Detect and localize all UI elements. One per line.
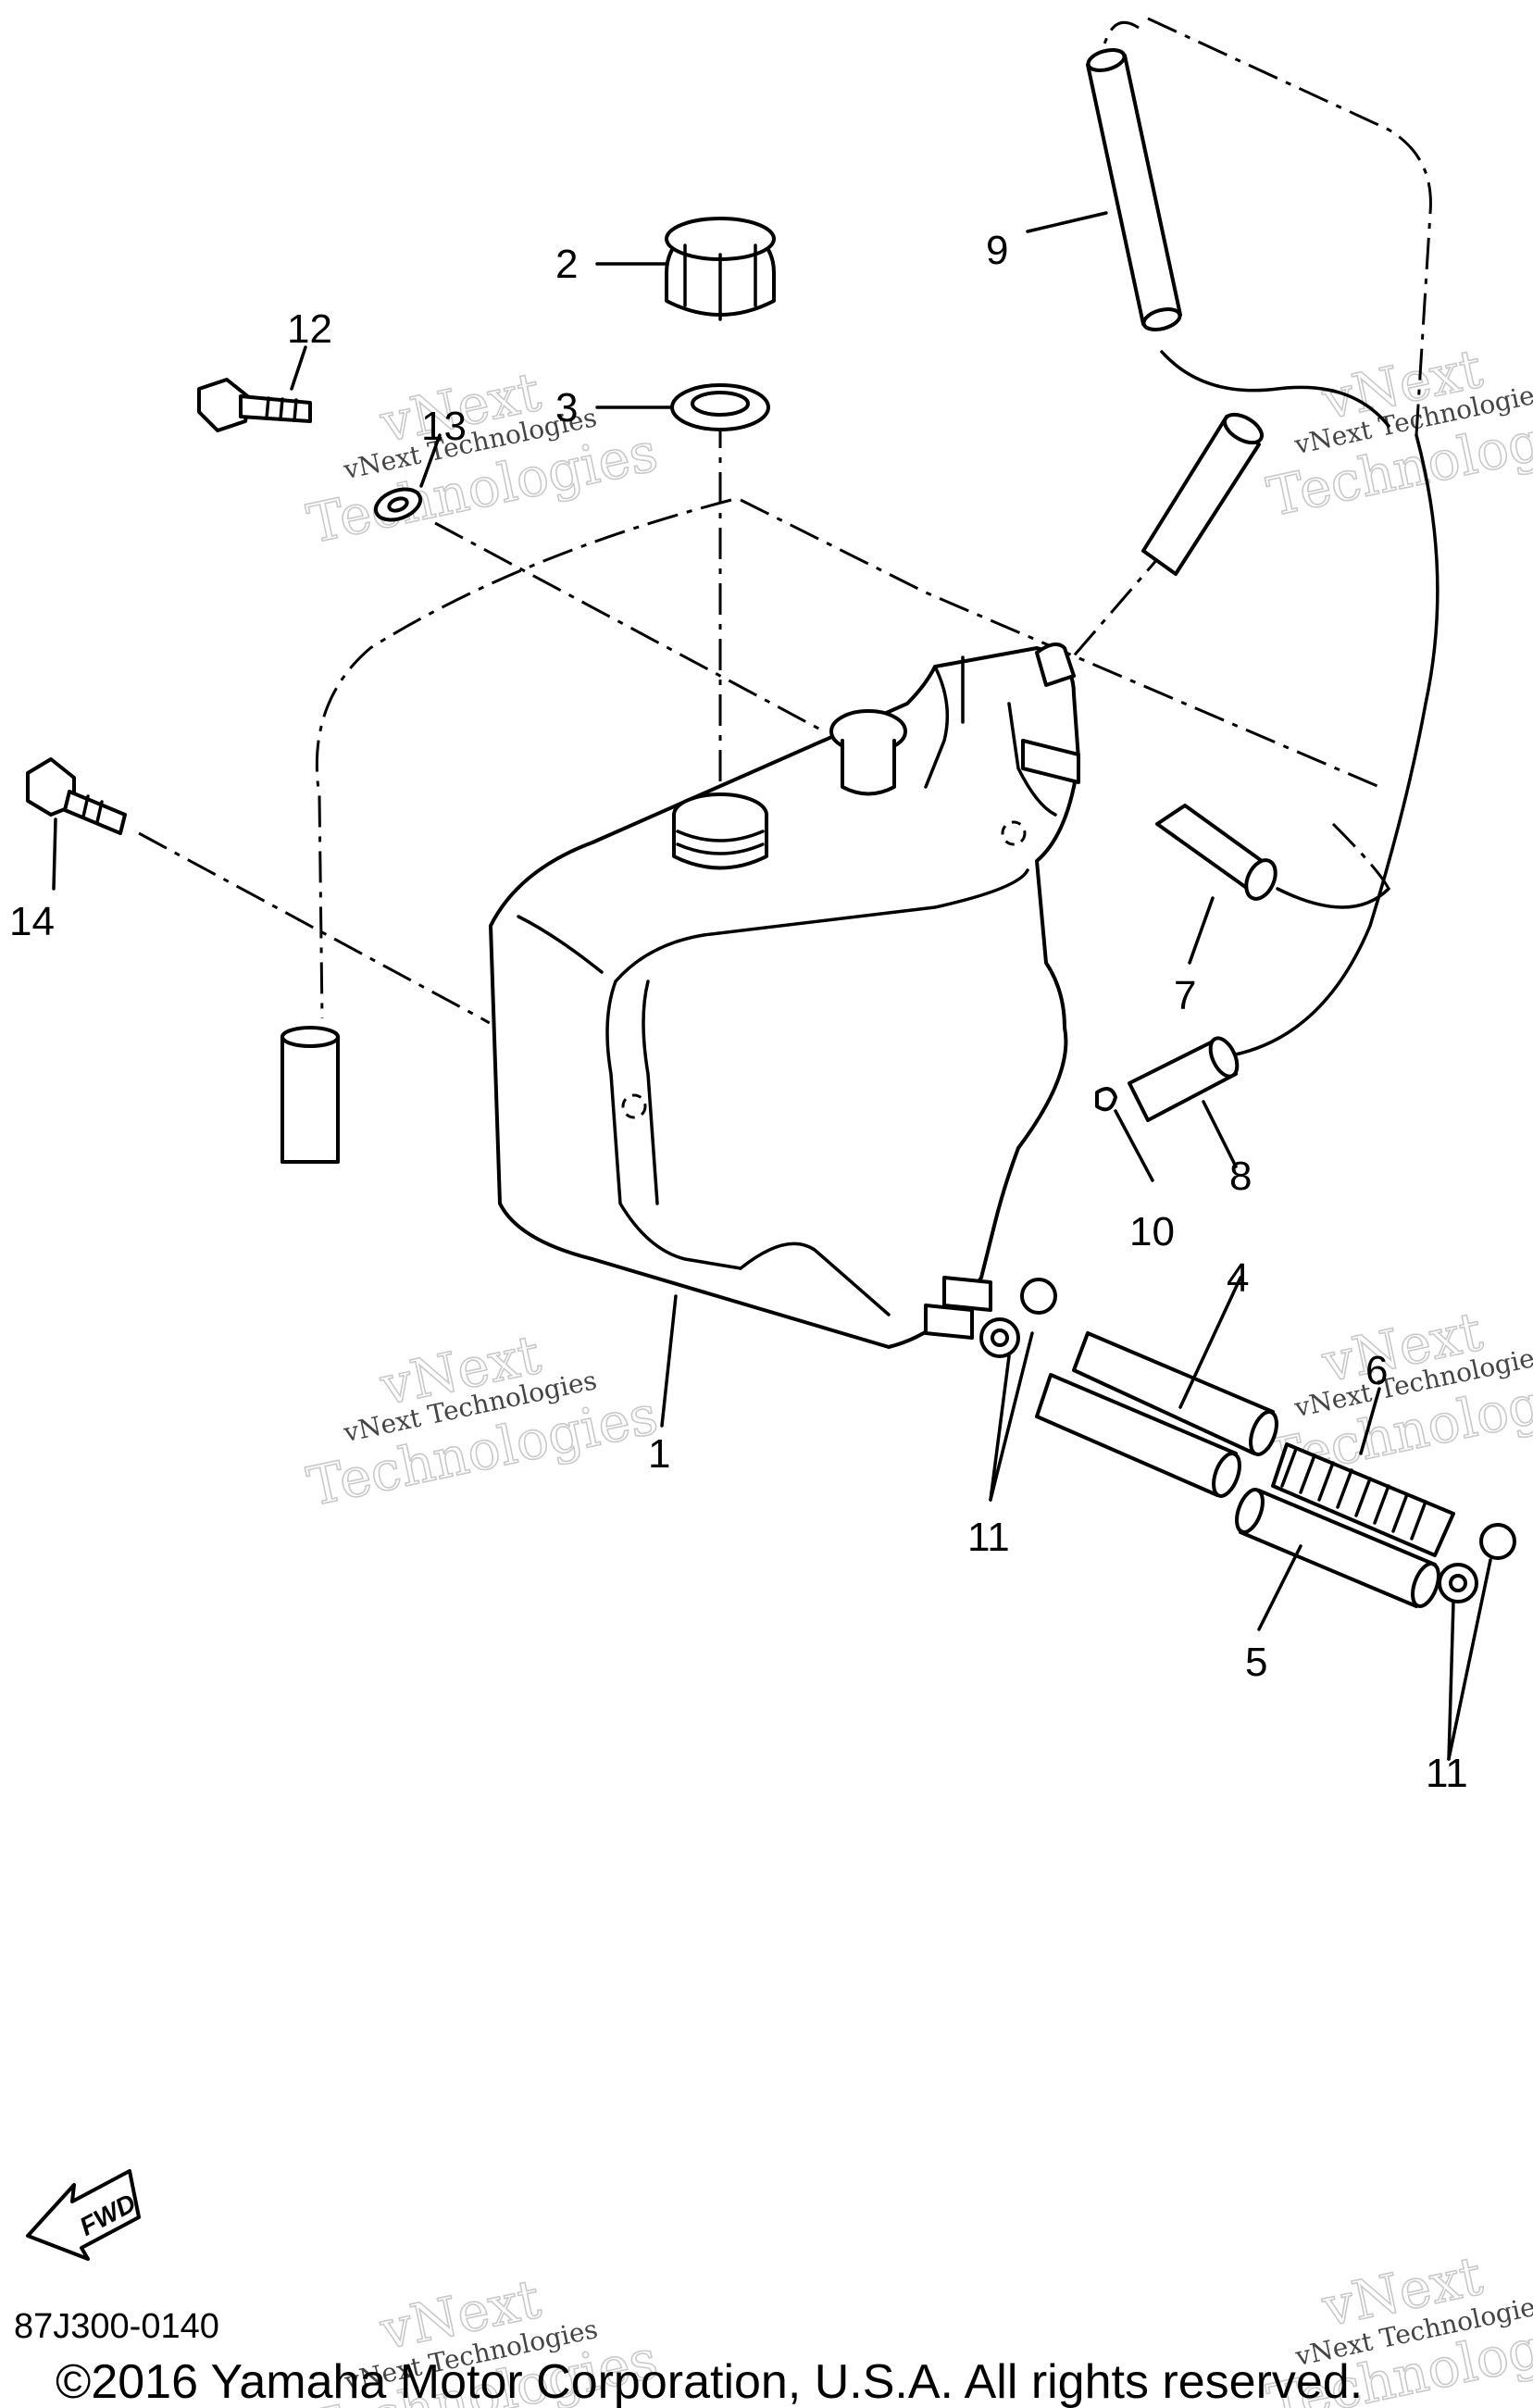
oil-tank <box>489 643 1080 1349</box>
washer-13 <box>373 487 423 522</box>
callout-9: 9 <box>986 228 1008 273</box>
fwd-arrow-icon: FWD <box>26 2169 141 2261</box>
vent-hose <box>1086 48 1182 331</box>
figure-code: 87J300-0140 <box>14 2307 219 2346</box>
clip-11-upper <box>979 1278 1057 1358</box>
hose-5 <box>1235 1488 1440 1608</box>
callout-4: 4 <box>1227 1255 1249 1301</box>
filler-cap <box>665 217 776 321</box>
hose-4b <box>1035 1373 1241 1498</box>
callout-11-lower: 11 <box>1426 1751 1468 1796</box>
callout-2: 2 <box>555 242 578 287</box>
callout-14: 14 <box>9 899 55 944</box>
spring-6 <box>1271 1442 1455 1557</box>
clip-11-lower <box>1438 1523 1516 1603</box>
callout-3: 3 <box>555 385 578 430</box>
leader-lines <box>52 211 1492 1761</box>
callout-7: 7 <box>1174 973 1196 1018</box>
watermarks: vNext Technologies vNext Technologies vN… <box>301 336 1533 2408</box>
callout-8: 8 <box>1229 1154 1252 1199</box>
watermark-mid-left: vNext Technologies vNext Technologies <box>301 1322 663 1519</box>
callouts: 1 2 3 4 5 6 7 8 9 10 11 11 12 13 14 <box>9 228 1468 1796</box>
copyright-notice: ©2016 Yamaha Motor Corporation, U.S.A. A… <box>56 2355 1363 2408</box>
hose-joint-upper <box>1141 412 1264 576</box>
bolt-12 <box>197 378 312 432</box>
hose-joint-left <box>280 1026 340 1164</box>
bolt-14 <box>26 757 127 835</box>
routing-lines <box>138 17 1440 1104</box>
callout-5: 5 <box>1245 1640 1267 1685</box>
watermark-top-left: vNext Technologies vNext Technologies <box>301 359 663 556</box>
callout-11-upper: 11 <box>967 1515 1010 1560</box>
callout-6: 6 <box>1365 1348 1388 1393</box>
callout-1: 1 <box>648 1431 670 1477</box>
clip-10 <box>1095 1087 1117 1112</box>
hose-joint-8 <box>1128 1036 1240 1122</box>
callout-13: 13 <box>421 404 467 449</box>
callout-12: 12 <box>287 306 332 352</box>
hose-4 <box>1072 1331 1278 1456</box>
seal-ring <box>670 383 770 431</box>
watermark-top-right: vNext Technologies vNext Technologies <box>1261 336 1533 530</box>
callout-10: 10 <box>1129 1209 1175 1254</box>
hose-joint-7 <box>1155 804 1278 901</box>
